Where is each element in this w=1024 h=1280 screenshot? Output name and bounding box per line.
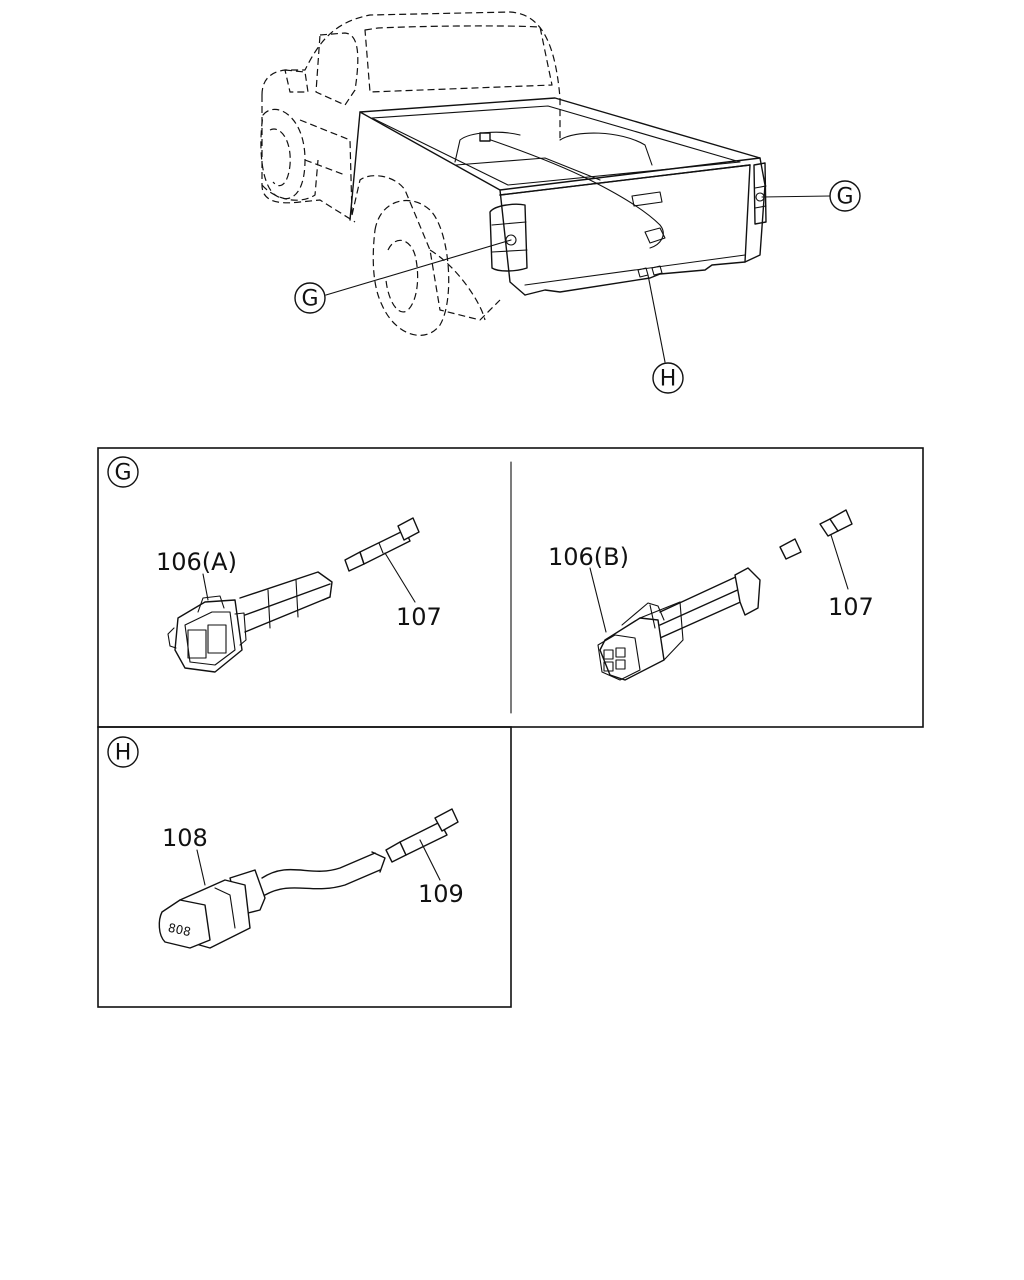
connector-108: 808 [158, 851, 386, 949]
detail-panel-h: H 808 108 109 [97, 726, 512, 1008]
panel-g-badge: G [107, 456, 139, 488]
connector-106b [597, 567, 761, 681]
label-106a: 106(A) [156, 548, 237, 576]
label-106b: 106(B) [548, 543, 629, 571]
detail-panel-g: G 106(A) 107 [97, 447, 924, 728]
callout-g-left: G [294, 282, 326, 314]
callout-g-left-leader [325, 239, 512, 296]
svg-text:G: G [836, 185, 853, 210]
label-107-right: 107 [828, 593, 874, 621]
panel-h-badge: H [107, 736, 139, 768]
svg-text:H: H [115, 741, 132, 766]
svg-text:H: H [660, 367, 677, 392]
callout-g-right-leader [761, 195, 831, 198]
leader-106a [202, 573, 209, 601]
terminal-107-left [344, 517, 420, 572]
leader-107-left [384, 552, 416, 603]
label-107-left: 107 [396, 603, 442, 631]
leader-108 [196, 849, 206, 886]
svg-text:G: G [114, 461, 131, 486]
connector-106a [167, 571, 333, 673]
callout-h: H [652, 362, 684, 394]
callout-h-leader [647, 274, 666, 363]
leader-106b [589, 567, 607, 633]
callout-g-right: G [829, 180, 861, 212]
connector-108-face-text: 808 [167, 921, 192, 939]
svg-text:G: G [301, 287, 318, 312]
terminal-107-right [779, 509, 853, 590]
terminal-109 [385, 808, 459, 881]
label-108: 108 [162, 824, 208, 852]
pickup-truck-illustration [260, 11, 767, 336]
label-109: 109 [418, 880, 464, 908]
